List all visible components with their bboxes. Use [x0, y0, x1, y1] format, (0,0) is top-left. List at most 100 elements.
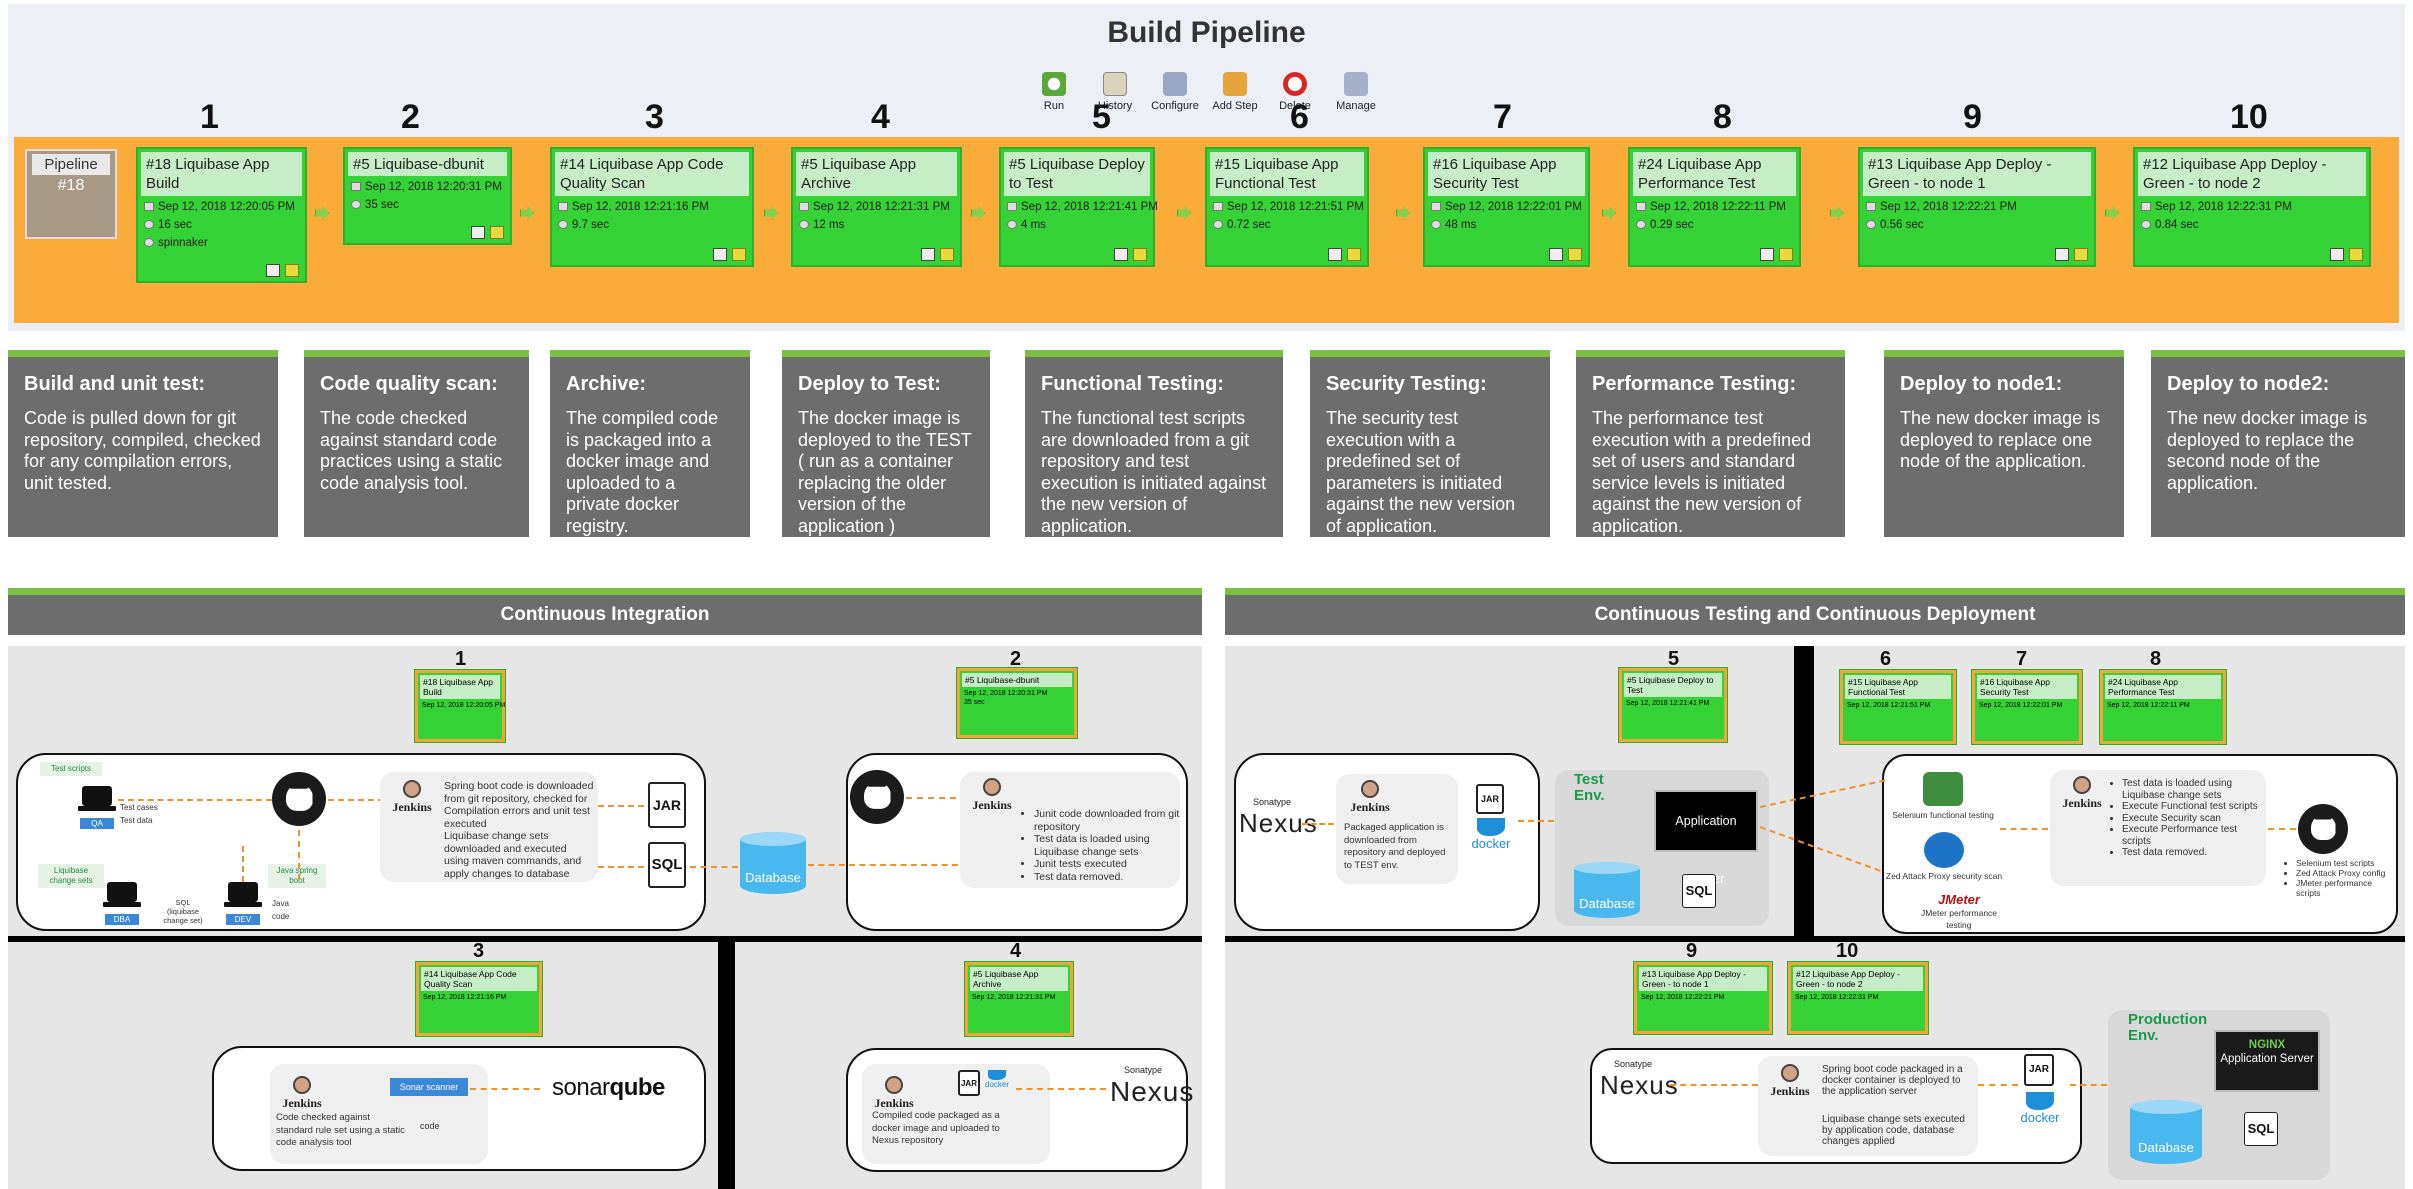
step-number: 2: [1010, 648, 1022, 670]
docker-icon: [2026, 1092, 2054, 1110]
rerun-icon[interactable]: [285, 264, 299, 277]
description-card: Deploy to node2:The new docker image is …: [2151, 350, 2405, 537]
step-number: 2: [401, 98, 420, 136]
console-icon[interactable]: [1549, 248, 1563, 261]
configure-button[interactable]: Configure: [1144, 72, 1206, 112]
clock-icon: [2141, 220, 2151, 230]
history-button[interactable]: History: [1084, 72, 1146, 112]
rerun-icon[interactable]: [2074, 248, 2088, 261]
stage-card[interactable]: #24 Liquibase App Performance Test Sep 1…: [1628, 147, 1801, 267]
calendar-icon: [1431, 202, 1441, 212]
stage-card[interactable]: #18 Liquibase App Build Sep 12, 2018 12:…: [136, 147, 307, 283]
computer-icon: [224, 882, 262, 907]
stage-card[interactable]: #12 Liquibase App Deploy - Green - to no…: [2133, 147, 2371, 267]
stage-title: #24 Liquibase App Performance Test: [1633, 152, 1796, 196]
console-icon[interactable]: [2055, 248, 2069, 261]
sql-icon: SQL: [648, 842, 686, 888]
description-card: Deploy to Test:The docker image is deplo…: [782, 350, 990, 537]
stage-card[interactable]: #5 Liquibase Deploy to Test Sep 12, 2018…: [999, 147, 1158, 267]
stage-card[interactable]: #5 Liquibase App Archive Sep 12, 2018 12…: [791, 147, 962, 267]
application-server: Application Server: [1654, 790, 1758, 886]
stage-card[interactable]: #14 Liquibase App Code Quality Scan Sep …: [550, 147, 754, 267]
rerun-icon[interactable]: [2349, 248, 2363, 261]
delete-button[interactable]: Delete: [1264, 72, 1326, 112]
docker-logo: docker: [1466, 818, 1516, 851]
stage-title: #15 Liquibase App Functional Test: [1210, 152, 1364, 196]
step-number: 10: [1836, 940, 1859, 962]
console-icon[interactable]: [921, 248, 935, 261]
jenkins-logo: Jenkins: [2056, 776, 2108, 811]
add-step-button[interactable]: Add Step: [1204, 72, 1266, 112]
test-env-label: Test Env.: [1574, 771, 1605, 804]
manage-button[interactable]: Manage: [1325, 72, 1387, 112]
sonar-scanner-label: Sonar scanner: [390, 1078, 468, 1096]
stage-card[interactable]: #16 Liquibase App Security Test Sep 12, …: [1423, 147, 1590, 267]
step-number: 10: [2230, 98, 2268, 136]
rerun-icon[interactable]: [490, 226, 504, 239]
jenkins-logo: Jenkins: [868, 1076, 920, 1111]
console-icon[interactable]: [1760, 248, 1774, 261]
description-card: Security Testing:The security test execu…: [1310, 350, 1550, 537]
stage-card[interactable]: #5 Liquibase-dbunit Sep 12, 2018 12:20:3…: [343, 147, 512, 245]
pipeline-number: #18: [57, 177, 85, 194]
stage-card[interactable]: #13 Liquibase App Deploy - Green - to no…: [1858, 147, 2096, 267]
rerun-icon[interactable]: [732, 248, 746, 261]
stage-card[interactable]: #15 Liquibase App Functional Test Sep 12…: [1205, 147, 1369, 267]
sonarqube-logo: sonarqube: [552, 1074, 665, 1101]
step-number: 5: [1668, 648, 1680, 670]
jenkins-icon: [1781, 1064, 1799, 1082]
calendar-icon: [2141, 202, 2151, 212]
step-number: 7: [1493, 98, 1512, 136]
rerun-icon[interactable]: [1568, 248, 1582, 261]
delete-icon: [1283, 72, 1307, 96]
add-step-icon: [1223, 72, 1247, 96]
page-title: Build Pipeline: [1107, 16, 1306, 49]
pipeline-run-box[interactable]: Pipeline #18: [25, 149, 117, 239]
clock-icon: [799, 220, 809, 230]
console-icon[interactable]: [266, 264, 280, 277]
zap-icon: [1924, 832, 1964, 868]
jmeter-logo: JMeter: [1938, 892, 1980, 907]
jenkins-icon: [1361, 780, 1379, 798]
rerun-icon[interactable]: [1347, 248, 1361, 261]
run-button[interactable]: Run: [1023, 72, 1085, 112]
description-card: Functional Testing:The functional test s…: [1025, 350, 1283, 537]
step-number: 1: [455, 648, 467, 670]
jenkins-logo: Jenkins: [966, 778, 1018, 813]
clock-icon: [558, 220, 568, 230]
clock-icon: [1007, 220, 1017, 230]
rerun-icon[interactable]: [1133, 248, 1147, 261]
description-card: Deploy to node1:The new docker image is …: [1884, 350, 2124, 537]
stage-title: #16 Liquibase App Security Test: [1428, 152, 1585, 196]
description-card: Performance Testing:The performance test…: [1576, 350, 1845, 537]
jenkins-logo: Jenkins: [1344, 780, 1396, 815]
jenkins-deploy-box: [1336, 774, 1458, 884]
console-icon[interactable]: [471, 226, 485, 239]
console-icon[interactable]: [1114, 248, 1128, 261]
jenkins-icon: [293, 1076, 311, 1094]
step-number: 3: [645, 98, 664, 136]
console-icon[interactable]: [1328, 248, 1342, 261]
step-number: 6: [1290, 98, 1309, 136]
step-number: 7: [2016, 648, 2028, 670]
jar-icon: JAR: [1476, 784, 1504, 814]
jenkins-logo: Jenkins: [1764, 1064, 1816, 1099]
console-icon[interactable]: [2330, 248, 2344, 261]
calendar-icon: [1007, 202, 1017, 212]
database-icon: Database: [2130, 1100, 2202, 1164]
step-number: 9: [1963, 98, 1982, 136]
console-icon[interactable]: [713, 248, 727, 261]
selenium-icon: [1923, 772, 1963, 806]
dba-label: DBA: [105, 914, 139, 925]
step-number: 6: [1880, 648, 1892, 670]
configure-icon: [1163, 72, 1187, 96]
rerun-icon[interactable]: [940, 248, 954, 261]
stage-title: #14 Liquibase App Code Quality Scan: [555, 152, 749, 196]
rerun-icon[interactable]: [1779, 248, 1793, 261]
